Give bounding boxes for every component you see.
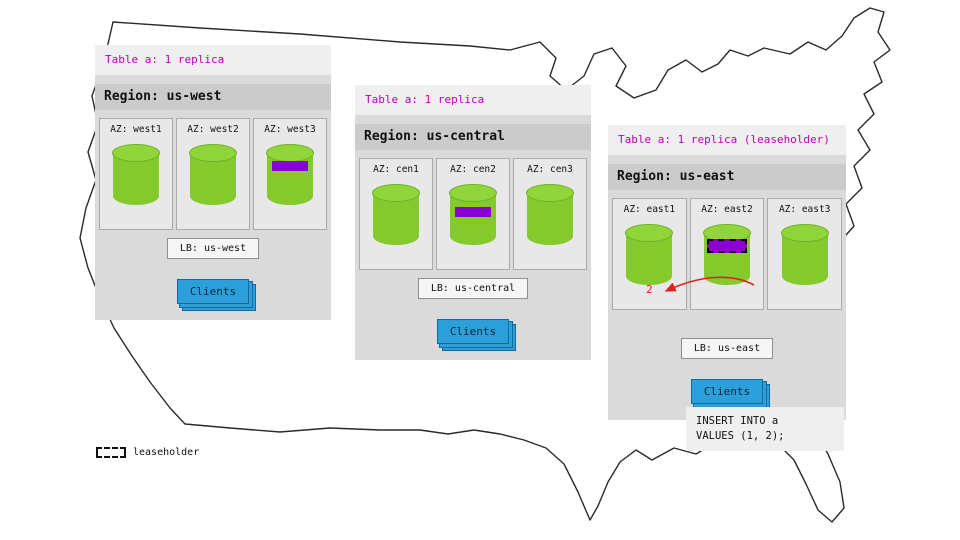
az-label: AZ: west3	[264, 124, 316, 135]
az-label: AZ: east1	[623, 204, 676, 215]
database-cylinder-icon	[266, 144, 314, 205]
az-label: AZ: cen1	[373, 164, 419, 175]
clients-box: Clients	[690, 379, 764, 404]
clients-box: Clients	[436, 319, 510, 344]
az-label: AZ: east2	[701, 204, 753, 215]
database-cylinder-icon	[112, 144, 160, 205]
load-balancer-box: LB: us-central	[417, 278, 529, 299]
az-box-west3: AZ: west3	[253, 118, 327, 230]
sql-line-2: VALUES (1, 2);	[696, 430, 785, 442]
load-balancer-box: LB: us-east	[680, 338, 774, 359]
write-value-annotation: 2	[646, 283, 653, 296]
legend: leaseholder	[96, 447, 199, 458]
az-box-cen2: AZ: cen2	[436, 158, 510, 270]
region-title: Region: us-east	[608, 164, 846, 190]
leaseholder-replica-bar	[707, 239, 747, 253]
table-replica-label: Table a: 1 replica (leaseholder)	[618, 133, 830, 146]
database-cylinder-icon	[625, 224, 674, 285]
leaseholder-swatch-icon	[96, 447, 126, 458]
az-box-cen3: AZ: cen3	[513, 158, 587, 270]
region-title: Region: us-west	[95, 84, 331, 110]
sql-line-1: INSERT INTO a	[696, 415, 779, 427]
az-box-east2: AZ: east2	[689, 198, 765, 310]
table-replica-label: Table a: 1 replica	[365, 93, 485, 106]
region-title: Region: us-central	[355, 124, 591, 150]
az-label: AZ: cen3	[527, 164, 573, 175]
az-box-west2: AZ: west2	[176, 118, 250, 230]
az-label: AZ: cen2	[450, 164, 496, 175]
load-balancer-box: LB: us-west	[166, 238, 260, 259]
sql-insert-note: INSERT INTO a VALUES (1, 2);	[686, 407, 844, 451]
region-panel-us-central: Table a: 1 replica Region: us-central AZ…	[355, 85, 591, 360]
table-replica-label: Table a: 1 replica	[105, 53, 225, 66]
az-label: AZ: west2	[187, 124, 239, 135]
az-label: AZ: west1	[110, 124, 162, 135]
database-cylinder-icon	[372, 184, 420, 245]
table-replica-header: Table a: 1 replica	[355, 85, 591, 115]
az-row: AZ: cen1 AZ: cen2 AZ: cen3	[355, 158, 591, 270]
az-box-east3: AZ: east3	[767, 198, 843, 310]
database-cylinder-icon	[449, 184, 497, 245]
region-panel-us-west: Table a: 1 replica Region: us-west AZ: w…	[95, 45, 331, 320]
database-cylinder-icon	[189, 144, 237, 205]
database-cylinder-icon	[526, 184, 574, 245]
clients-box: Clients	[176, 279, 250, 304]
database-cylinder-icon	[780, 224, 829, 285]
az-row: AZ: west1 AZ: west2 AZ: west3	[95, 118, 331, 230]
replica-bar	[455, 207, 491, 217]
write-path-arrow	[664, 276, 755, 292]
table-replica-header: Table a: 1 replica	[95, 45, 331, 75]
az-box-cen1: AZ: cen1	[359, 158, 433, 270]
database-cylinder-icon	[703, 224, 751, 285]
table-replica-header: Table a: 1 replica (leaseholder)	[608, 125, 846, 155]
legend-label: leaseholder	[133, 447, 200, 458]
az-label: AZ: east3	[778, 204, 831, 215]
az-box-west1: AZ: west1	[99, 118, 173, 230]
replica-bar	[272, 161, 308, 171]
region-panel-us-east: Table a: 1 replica (leaseholder) Region:…	[608, 125, 846, 420]
